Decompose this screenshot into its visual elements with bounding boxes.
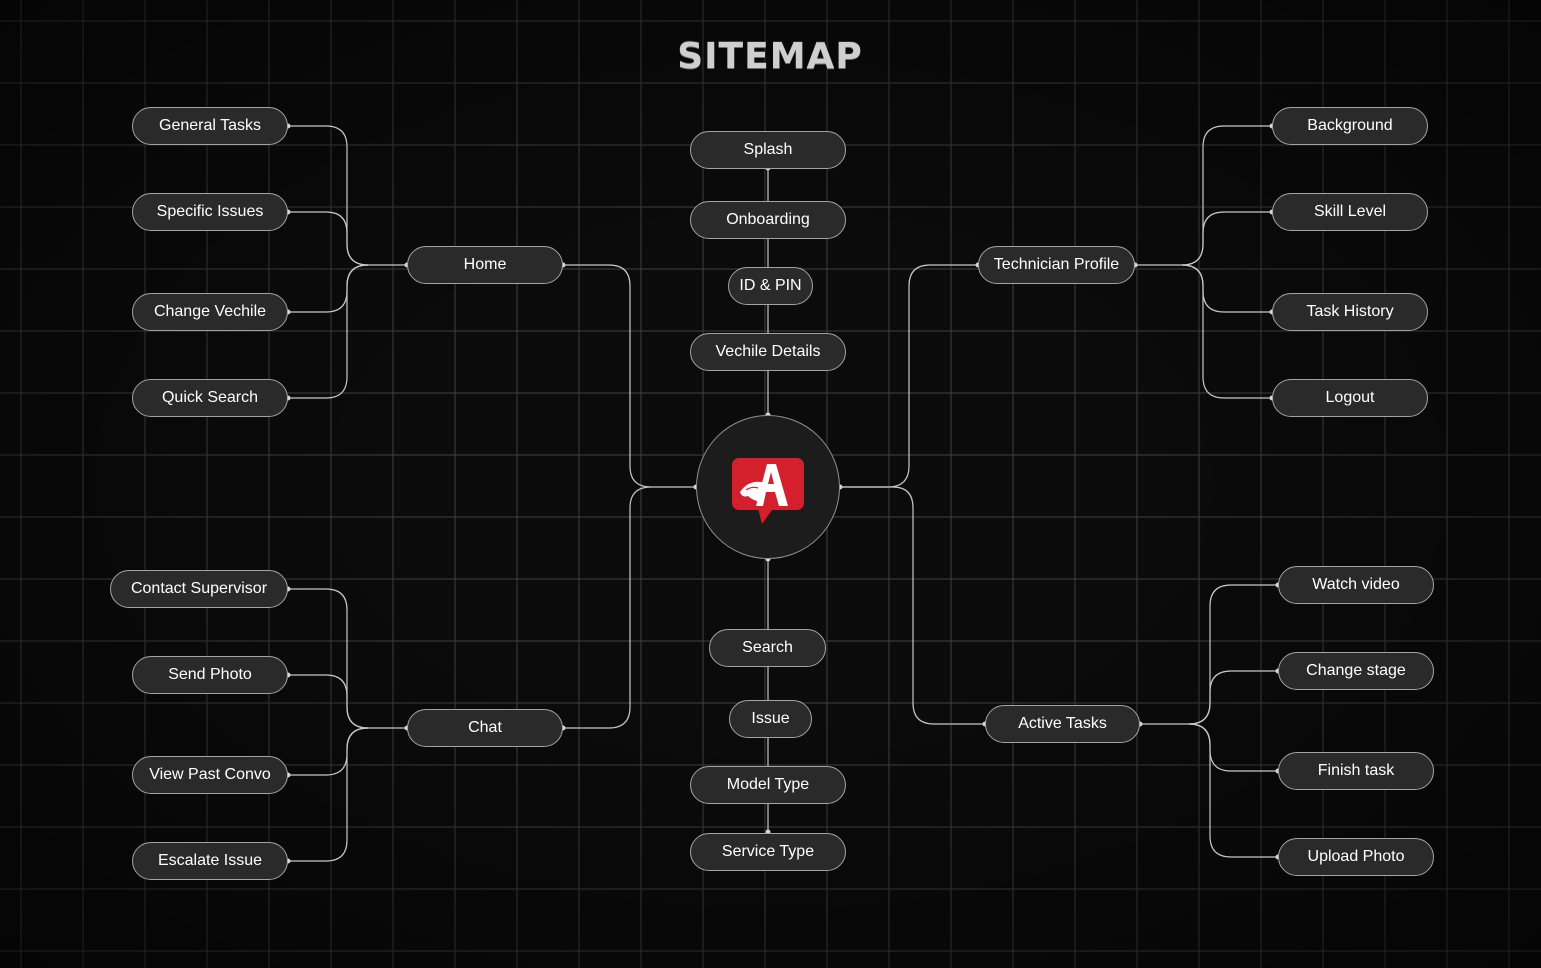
connector [288,727,369,862]
node-background[interactable]: Background [1272,107,1428,145]
node-id-pin[interactable]: ID & PIN [728,267,813,305]
node-chat[interactable]: Chat [407,709,563,747]
connector [1140,584,1278,725]
node-technician-profile[interactable]: Technician Profile [978,246,1135,284]
page-title: SITEMAP [677,36,863,77]
node-task-history[interactable]: Task History [1272,293,1428,331]
connector [1188,670,1278,725]
node-splash[interactable]: Splash [690,131,846,169]
connector [1181,264,1272,399]
connector [1188,723,1278,858]
node-vehicle-details[interactable]: Vechile Details [690,333,846,371]
node-general-tasks[interactable]: General Tasks [132,107,288,145]
node-search[interactable]: Search [709,629,826,667]
node-watch-video[interactable]: Watch video [1278,566,1434,604]
node-change-vehicle[interactable]: Change Vechile [132,293,288,331]
connector [1181,264,1272,313]
connector [840,486,985,725]
connector [840,264,978,488]
node-issue[interactable]: Issue [729,700,812,738]
node-finish-task[interactable]: Finish task [1278,752,1434,790]
connector [288,727,369,776]
node-specific-issues[interactable]: Specific Issues [132,193,288,231]
node-escalate-issue[interactable]: Escalate Issue [132,842,288,880]
connector [1188,723,1278,772]
node-upload-photo[interactable]: Upload Photo [1278,838,1434,876]
node-model-type[interactable]: Model Type [690,766,846,804]
node-quick-search[interactable]: Quick Search [132,379,288,417]
connector [1181,211,1272,266]
node-home[interactable]: Home [407,246,563,284]
connector [288,674,369,729]
node-skill-level[interactable]: Skill Level [1272,193,1428,231]
connector [288,264,369,399]
node-view-past-convo[interactable]: View Past Convo [132,756,288,794]
brand-logo-icon [732,458,804,524]
node-service-type[interactable]: Service Type [690,833,846,871]
connector [563,264,696,488]
connector [563,486,652,729]
node-change-stage[interactable]: Change stage [1278,652,1434,690]
center-hub[interactable] [696,415,840,559]
node-contact-supervisor[interactable]: Contact Supervisor [110,570,288,608]
node-onboarding[interactable]: Onboarding [690,201,846,239]
connector [288,264,369,313]
connector [288,211,369,266]
node-active-tasks[interactable]: Active Tasks [985,705,1140,743]
node-logout[interactable]: Logout [1272,379,1428,417]
node-send-photo[interactable]: Send Photo [132,656,288,694]
